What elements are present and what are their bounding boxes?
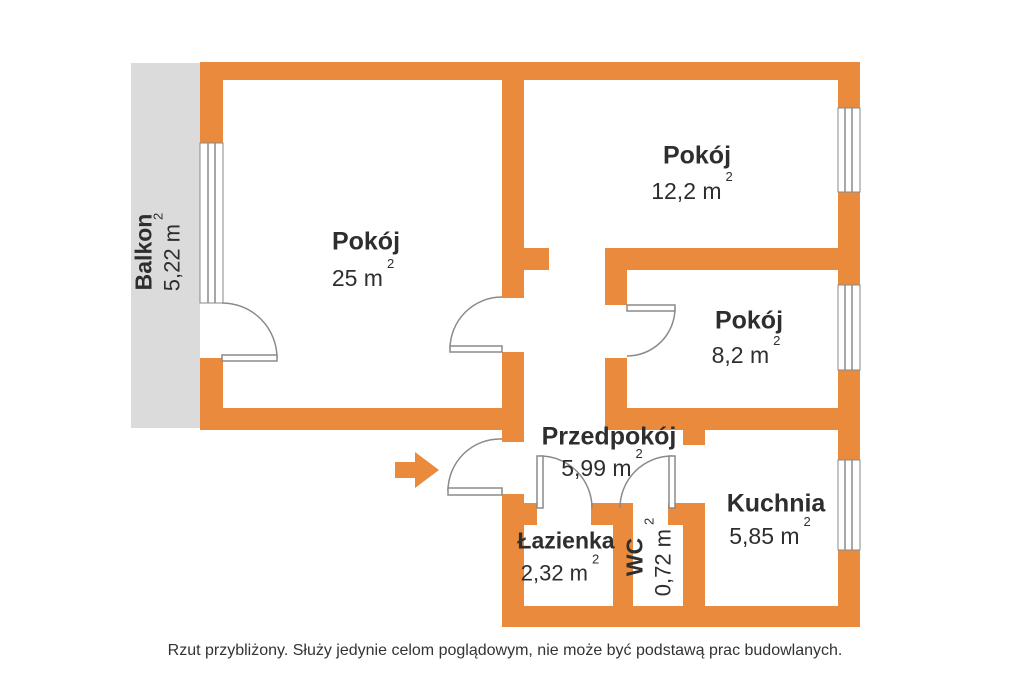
room-name-bedroom-8: Pokój xyxy=(714,306,784,335)
door-balcony xyxy=(221,302,278,362)
window-room-12 xyxy=(837,107,861,193)
disclaimer-text: Rzut przybliżony. Służy jedynie celom po… xyxy=(167,642,843,659)
window-room-8 xyxy=(837,284,861,371)
entrance-arrow-icon xyxy=(395,452,439,488)
door-room-8 xyxy=(626,304,676,357)
room-name-bedroom-12: Pokój xyxy=(662,141,732,170)
room-area-bedroom-12: 12,2 m2 xyxy=(651,169,733,204)
window-kitchen xyxy=(837,459,861,551)
balcony-area xyxy=(131,63,200,428)
door-wc xyxy=(619,455,676,509)
room-area-bathroom: 2,32 m2 xyxy=(520,551,600,586)
room-name-bathroom: Łazienka xyxy=(517,527,615,554)
room-name-hallway: Przedpokój xyxy=(541,422,677,451)
room-area-living: 25 m2 xyxy=(331,256,395,291)
door-bathroom xyxy=(536,455,593,509)
door-living-room xyxy=(449,296,503,353)
door-entrance xyxy=(447,438,503,496)
room-area-kitchen: 5,85 m2 xyxy=(729,514,811,549)
walls xyxy=(200,62,860,627)
room-label-balcony: Balkon 5,22 m2 xyxy=(130,212,185,292)
room-name-living: Pokój xyxy=(331,227,401,256)
window-balcony xyxy=(199,142,224,304)
room-area-bedroom-8: 8,2 m2 xyxy=(711,333,781,368)
room-name-kitchen: Kuchnia xyxy=(726,489,826,518)
room-label-wc: WC 0,72 m2 xyxy=(621,517,676,597)
room-area-hallway: 5,99 m2 xyxy=(561,446,643,481)
